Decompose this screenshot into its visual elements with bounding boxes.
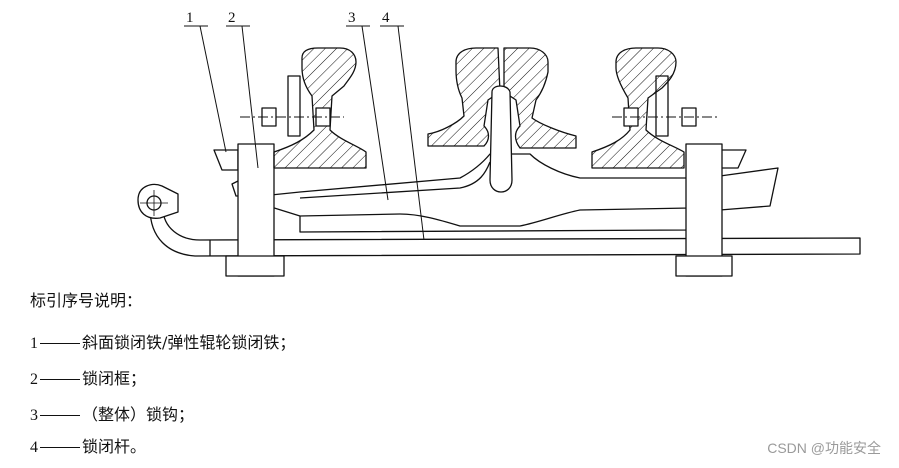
legend-item-text: 锁闭框；: [82, 369, 147, 388]
locking-frame-left: [225, 75, 301, 277]
bolt-left: [240, 107, 344, 127]
callout-4: 4: [382, 10, 390, 26]
legend-item-number: 3: [30, 407, 38, 424]
legend-dash: [40, 447, 80, 448]
legend-item-1: 1 斜面锁闭铁/弹性辊轮锁闭铁；: [30, 335, 295, 352]
legend-item-2: 2 锁闭框；: [30, 371, 146, 388]
legend-dash: [40, 379, 80, 380]
legend-item-number: 2: [30, 371, 38, 388]
callout-1: 1: [186, 10, 194, 26]
leader-lines: [184, 25, 425, 241]
switch-rail-center-web: [489, 85, 513, 193]
legend-dash: [40, 415, 80, 416]
legend-item-number: 4: [30, 439, 38, 456]
legend-item-text: 斜面锁闭铁/弹性辊轮锁闭铁；: [82, 333, 296, 352]
legend-item-4: 4 锁闭杆。: [30, 439, 146, 456]
rail-center-left: [427, 47, 501, 147]
bolt-right: [612, 107, 720, 127]
rail-center-right: [503, 47, 577, 149]
watermark: CSDN @功能安全: [767, 440, 881, 456]
legend-item-text: 锁闭杆。: [82, 437, 147, 456]
legend-title: 标引序号说明：: [30, 291, 143, 310]
inclined-locking-block-right: [719, 149, 779, 211]
locking-frame-right: [655, 75, 733, 277]
locking-rod: [149, 207, 861, 257]
legend-item-3: 3 （整体）锁钩；: [30, 407, 194, 424]
callout-3: 3: [348, 10, 356, 26]
callout-2: 2: [228, 10, 236, 26]
legend-dash: [40, 343, 80, 344]
legend-item-number: 1: [30, 335, 38, 352]
rod-eye: [137, 183, 179, 219]
switch-lock-drawing: 1 2 3 4: [137, 10, 861, 277]
legend-item-text: （整体）锁钩；: [82, 405, 195, 424]
